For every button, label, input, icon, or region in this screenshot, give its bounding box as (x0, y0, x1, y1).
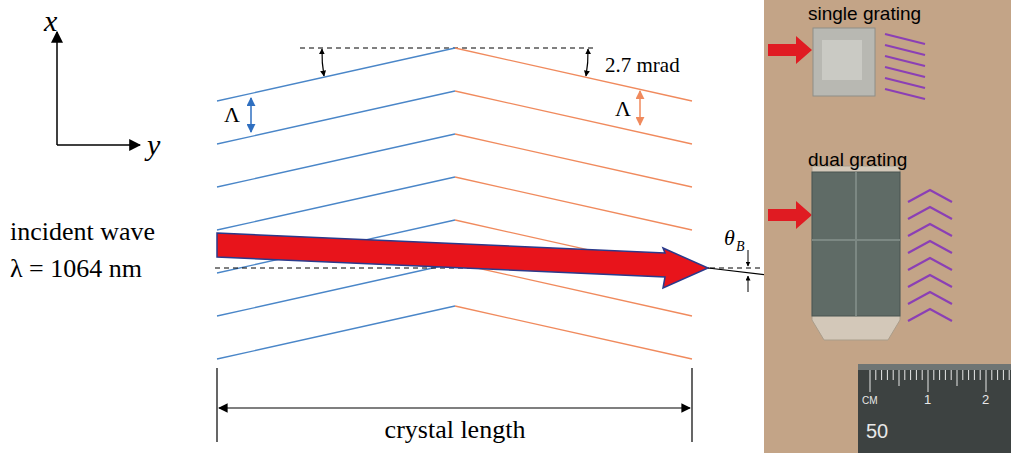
crystal-reflection (812, 239, 900, 241)
dimension-line (691, 368, 692, 442)
grating-sketch-line (885, 78, 925, 88)
grating-line (455, 306, 692, 359)
ruler-tick (875, 370, 876, 380)
grating-line (455, 134, 692, 187)
ruler-tick (997, 370, 998, 380)
ruler-tick (881, 370, 882, 380)
ruler-tick (887, 370, 888, 380)
grating-line (217, 91, 455, 144)
ruler-tick (951, 370, 952, 380)
reference-line (300, 48, 597, 49)
photo-shade (764, 0, 1011, 453)
dimension-line (216, 368, 217, 442)
grating-line (217, 306, 455, 359)
photo-label: dual grating (808, 150, 907, 171)
ruler-tick (945, 370, 946, 380)
grating-line (455, 91, 692, 144)
ruler (858, 364, 1011, 453)
dimension-arrow (219, 407, 690, 408)
ruler-tick (991, 370, 992, 380)
ruler-tick (922, 370, 923, 380)
ruler-unit: CM (862, 395, 878, 406)
ruler-tick (1009, 370, 1010, 380)
ruler-tick (974, 370, 975, 380)
grating-sketch-line (885, 67, 925, 77)
angle-value: 2.7 mrad (603, 54, 682, 77)
ruler-tick (957, 370, 958, 386)
ruler-edge (858, 364, 1011, 370)
y-axis (57, 144, 140, 146)
angle-subscript: B (736, 239, 745, 254)
crystal-reflection (822, 40, 862, 80)
ruler-number: 1 (924, 393, 931, 407)
angle-symbol: θ (724, 226, 735, 250)
period-label: Λ (613, 97, 633, 121)
ruler-number: 2 (982, 393, 989, 407)
grating-line (217, 134, 455, 187)
grating-sketch-line (885, 56, 925, 66)
grating-sketch-line (908, 224, 952, 236)
grating-sketch-line (908, 207, 952, 219)
grating-sketch-line (908, 309, 952, 321)
ruler-tick (968, 370, 969, 380)
ruler-tick (899, 370, 900, 386)
grating-line (455, 48, 692, 101)
grating-line (217, 48, 455, 101)
crystal-reflection (855, 172, 857, 316)
ruler-tick (916, 370, 917, 380)
grating-sketch-line (908, 292, 952, 304)
photo-label: single grating (808, 4, 921, 25)
ruler-tick (910, 370, 911, 380)
period-arrow (639, 91, 641, 125)
ruler-tick (1003, 370, 1004, 380)
angle-marker (748, 276, 749, 292)
ruler-tick (928, 370, 929, 392)
wavelength-label: λ = 1064 nm (10, 255, 142, 284)
period-label: Λ (222, 103, 242, 127)
ruler-tick (939, 370, 940, 380)
dual-grating-crystal (812, 172, 900, 316)
grating-line (455, 177, 692, 230)
dimension-label: crystal length (385, 416, 526, 445)
grating-lines (217, 48, 692, 359)
grating-sketch-line (885, 89, 925, 99)
ruler-tick (893, 370, 894, 380)
ruler-tick (904, 370, 905, 380)
dual-grating-sketch (908, 190, 952, 321)
single-grating-crystal (813, 28, 875, 96)
grating-sketch-line (885, 34, 925, 44)
grating-line (217, 177, 455, 230)
grating-sketch-line (908, 275, 952, 287)
grating-sketch-line (908, 241, 952, 253)
ruler-tick (933, 370, 934, 380)
grating-line (217, 263, 455, 316)
x-axis (56, 32, 58, 145)
axis-label: x (44, 4, 57, 37)
period-arrow (250, 98, 252, 132)
angle-arc (322, 49, 324, 76)
red-arrow (768, 36, 812, 64)
angle-arc (586, 49, 588, 76)
incident-beam (217, 233, 708, 288)
grating-sketch-line (908, 258, 952, 270)
ruler-tick (962, 370, 963, 380)
grating-sketch-line (885, 45, 925, 55)
ruler-tick (870, 370, 871, 392)
ruler-tick (980, 370, 981, 380)
red-arrow (768, 201, 812, 229)
ruler-number: 50 (866, 420, 888, 442)
crystal-substrate (812, 166, 900, 340)
angle-marker (748, 250, 749, 266)
grating-sketch-line (908, 190, 952, 202)
ruler-ticks (870, 370, 1011, 392)
ruler-tick (986, 370, 987, 392)
beam-label: incident wave (10, 218, 155, 247)
single-grating-sketch (885, 34, 925, 99)
photo-background (764, 0, 1011, 453)
axis-label: y (147, 128, 160, 161)
